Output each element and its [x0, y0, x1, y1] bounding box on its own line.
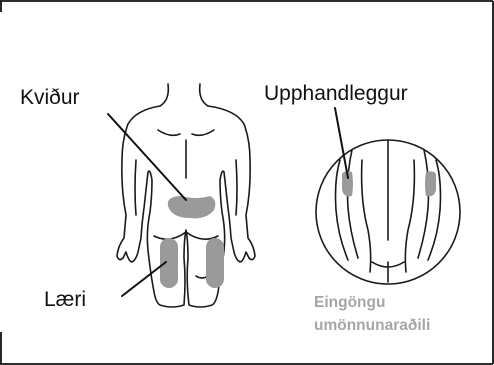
back-view-inset: [316, 140, 460, 284]
thigh-label: Læri: [44, 288, 86, 311]
caregiver-note-line2: umönnunaraðili: [314, 317, 430, 334]
abdomen-label: Kviður: [20, 86, 80, 109]
caregiver-note-line1: Eingöngu: [314, 294, 385, 311]
thigh-pointer: [122, 262, 166, 296]
upper-arm-label: Upphandleggur: [264, 82, 408, 105]
abdomen-injection-zone: [168, 196, 216, 218]
thigh-injection-zones: [160, 238, 224, 288]
front-body-figure: [117, 84, 255, 307]
